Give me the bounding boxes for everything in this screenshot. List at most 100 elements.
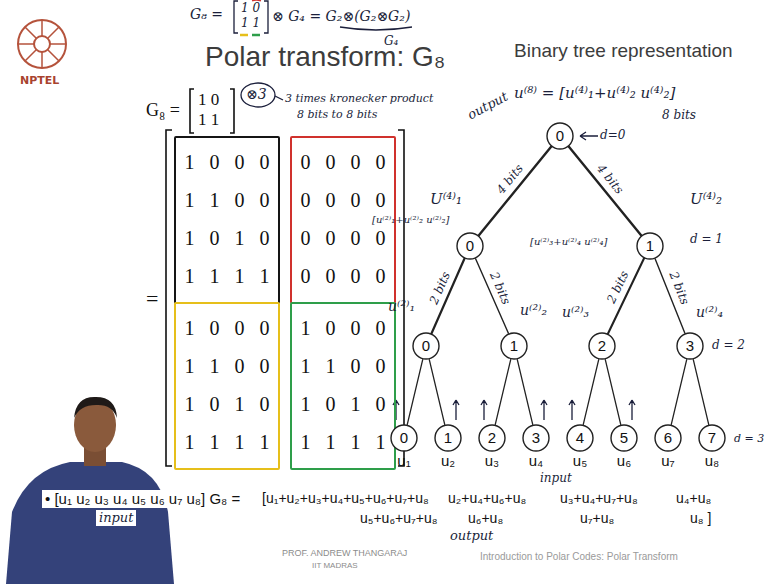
tree-node: 1: [500, 332, 528, 360]
input-bit-label: u₂: [441, 452, 455, 469]
node-caption-line: u₁: [390, 452, 418, 470]
circle-shape: [413, 333, 439, 359]
tree-node: 0: [412, 332, 440, 360]
edge-label: 4 bits: [592, 160, 627, 198]
circle-mark: [241, 83, 275, 107]
handwritten-equation: G₈ =: [190, 6, 223, 23]
edge-label: 2 bits: [665, 268, 692, 309]
circle-shape: [699, 425, 725, 451]
equation-term: u₂+u₄+u₆+u₈: [448, 490, 526, 507]
node-number: 5: [610, 424, 638, 452]
leaf-node: 1u₂: [434, 424, 462, 470]
handwritten-note: 8 bits: [662, 108, 696, 122]
matrix-cell-row: 0 0 0 0: [301, 265, 386, 287]
circle-shape: [435, 425, 461, 451]
handwritten-note: output: [450, 528, 493, 544]
node-caption-line: u₂: [434, 452, 462, 470]
tree-edge: [429, 360, 444, 425]
matrix-cell-row: 1 1 0 0: [185, 189, 270, 211]
node-circle: 2: [478, 424, 506, 452]
node-number: 2: [588, 332, 616, 360]
matrix-cell-row: 1 0 0 0: [185, 317, 270, 339]
tree-node: 1: [636, 232, 664, 260]
handwritten-note: U⁽⁴⁾₂: [690, 190, 722, 208]
subtitle: Binary tree representation: [514, 40, 733, 63]
exponent-note: ⊗3: [246, 86, 267, 103]
leaf-node: 3u₄: [522, 424, 550, 470]
node-caption-line: u₄: [522, 452, 550, 470]
handwritten-note: 3 times kronecker product: [285, 92, 433, 105]
node-circle: 3: [676, 332, 704, 360]
handwritten-equation: u⁽⁸⁾ = [u⁽⁴⁾₁+u⁽⁴⁾₂ u⁽⁴⁾₂]: [514, 84, 675, 102]
small-bracket: [234, 1, 268, 33]
matrix-name: G₈ =: [146, 100, 180, 122]
input-bit-label: u₅: [573, 452, 587, 469]
handwritten-note: input: [96, 510, 136, 526]
node-circle: 0: [390, 424, 418, 452]
matrix-cell-row: 1 0 0 0: [185, 151, 270, 173]
leaf-node: 7u₈: [698, 424, 726, 470]
node-circle: 2: [588, 332, 616, 360]
leaf-node: 2u₃: [478, 424, 506, 470]
edge-label: 2 bits: [486, 268, 514, 309]
big-matrix-bracket: [166, 130, 404, 466]
matrix-brackets: [166, 89, 404, 466]
node-number: 0: [456, 232, 484, 260]
edge-label: 4 bits: [492, 160, 527, 198]
node-caption-line: u₅: [566, 452, 594, 470]
matrix-cell-row: 1 1 1 1: [301, 431, 386, 453]
node-number: 0: [546, 122, 574, 150]
input-bit-label: u₆: [617, 452, 631, 469]
presenter-hair: [74, 397, 117, 418]
equation-term: u₇+u₈: [580, 510, 614, 527]
matrix-row-line: 1 0 0 0: [182, 310, 272, 348]
leaf-node: 5u₆: [610, 424, 638, 470]
tree-node: 0: [456, 232, 484, 260]
handwritten-note: [u⁽²⁾₃+u⁽²⁾₄ u⁽²⁾₄]: [530, 236, 607, 248]
underline-curve: [340, 27, 412, 30]
matrix-cell-row: 1 0 0 0: [301, 317, 386, 339]
depth-label: d=0: [600, 128, 625, 142]
tree-edge: [693, 360, 708, 425]
input-bit-label: u₃: [485, 452, 499, 469]
node-circle: 3: [522, 424, 550, 452]
handwritten-note: output: [465, 89, 511, 123]
handwritten-note: u⁽²⁾₂: [520, 302, 547, 319]
circle-shape: [523, 425, 549, 451]
node-circle: 0: [412, 332, 440, 360]
circle-shape: [589, 333, 615, 359]
matrix-row: 1 0: [241, 1, 260, 15]
matrix-row-line: 1 0 1 0: [182, 386, 272, 424]
matrix-cell-row: 0 0 0 0: [301, 227, 386, 249]
matrix-cell-row: 1 0 1 0: [185, 393, 270, 415]
logo-spokes: [18, 20, 66, 68]
equation-term: u₆+u₈: [468, 510, 503, 527]
node-circle: 1: [434, 424, 462, 452]
node-circle: 5: [610, 424, 638, 452]
tree-edge: [479, 147, 551, 235]
circle-shape: [479, 425, 505, 451]
presenter-shirt: [6, 462, 174, 584]
matrix-row: 1 0: [198, 90, 219, 110]
depth-label: d = 1: [690, 232, 723, 246]
handwritten-note: U⁽⁴⁾₁: [430, 190, 462, 208]
input-bit-label: u₇: [661, 452, 675, 469]
node-number: 2: [478, 424, 506, 452]
matrix-row: 1 1: [198, 110, 219, 130]
matrix-row-line: 1 0 0 0: [182, 144, 272, 182]
node-circle: 6: [654, 424, 682, 452]
equation-term: [u₁+u₂+u₃+u₄+u₅+u₆+u₇+u₈: [262, 490, 429, 507]
slide-title: Polar transform: G₈: [205, 40, 445, 74]
footer-text: Introduction to Polar Codes: Polar Trans…: [480, 551, 678, 563]
circle-shape: [655, 425, 681, 451]
handwritten-note: G₄: [384, 34, 398, 48]
matrix-row-line: 0 0 0 0: [298, 144, 388, 182]
matrix-block: 1 0 0 01 1 0 01 0 1 01 1 1 1: [174, 136, 280, 304]
edge-label: 2 bits: [603, 267, 632, 307]
circle-shape: [547, 123, 573, 149]
matrix-block: 1 0 0 01 1 0 01 0 1 01 1 1 1: [174, 302, 280, 470]
footer-text: PROF. ANDREW THANGARAJ: [282, 548, 407, 559]
matrix-row-line: 0 0 0 0: [298, 220, 388, 258]
handwritten-note: u⁽²⁾₁: [388, 298, 415, 315]
